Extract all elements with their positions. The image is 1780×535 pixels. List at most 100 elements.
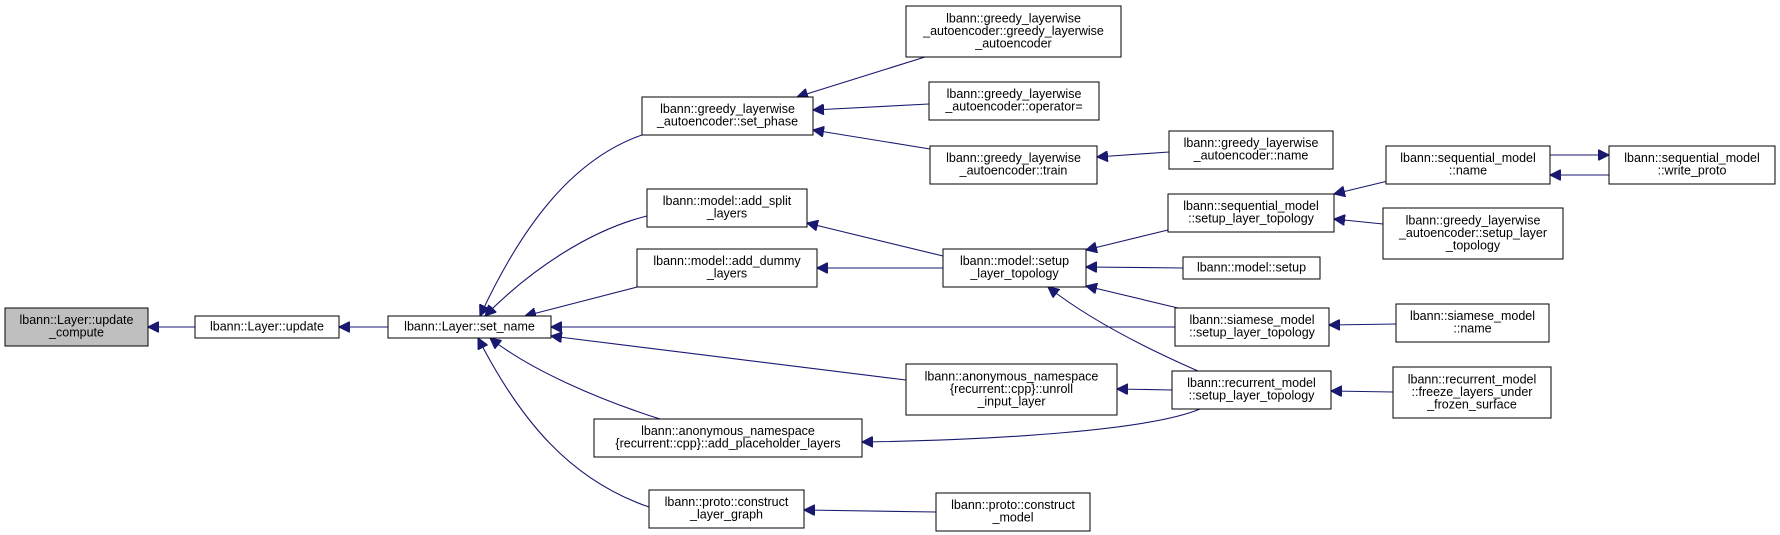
call-edge-line xyxy=(1331,391,1394,392)
graph-node-model-setup[interactable]: lbann::model::setup xyxy=(1182,256,1321,280)
node-label-line: lbann::greedy_layerwise xyxy=(946,151,1081,165)
node-label-line: lbann::model::add_dummy xyxy=(653,254,801,268)
node-label-line: lbann::Layer::set_name xyxy=(404,319,535,333)
node-box[interactable] xyxy=(1382,207,1564,260)
node-label-line: _input_layer xyxy=(976,394,1045,408)
graph-node-add-dummy[interactable]: lbann::model::add_dummy_layers xyxy=(636,248,818,288)
graph-node-gla-name[interactable]: lbann::greedy_layerwise_autoencoder::nam… xyxy=(1168,130,1334,170)
node-label-line: _layers xyxy=(706,207,747,221)
node-box[interactable] xyxy=(641,96,814,136)
node-label-line: lbann::Layer::update xyxy=(20,313,134,327)
node-label-line: lbann::greedy_layerwise xyxy=(660,102,795,116)
graph-node-gla-set-phase[interactable]: lbann::greedy_layerwise_autoencoder::set… xyxy=(641,96,814,136)
node-box[interactable] xyxy=(905,5,1122,58)
node-label-line: lbann::siamese_model xyxy=(1410,309,1535,323)
node-box[interactable] xyxy=(593,418,863,458)
node-box[interactable] xyxy=(387,315,552,339)
graph-node-siamese-setup-topo[interactable]: lbann::siamese_model::setup_layer_topolo… xyxy=(1174,307,1330,347)
node-label-line: _autoencoder::train xyxy=(959,164,1068,178)
node-label-line: {recurrent::cpp}::unroll xyxy=(950,382,1073,396)
node-label-line: ::name xyxy=(1453,322,1491,336)
call-edge-add_split-to-set_name xyxy=(485,215,648,316)
graph-node-proto-construct-graph[interactable]: lbann::proto::construct_layer_graph xyxy=(648,489,805,529)
graph-node-update[interactable]: lbann::Layer::update xyxy=(194,315,340,339)
node-label-line: ::setup_layer_topology xyxy=(1189,389,1316,403)
graph-node-gla-train[interactable]: lbann::greedy_layerwise_autoencoder::tra… xyxy=(929,145,1098,185)
node-label-line: lbann::proto::construct xyxy=(665,495,789,509)
node-box[interactable] xyxy=(942,248,1087,288)
node-label-line: lbann::Layer::update xyxy=(210,319,324,333)
node-box[interactable] xyxy=(1392,366,1552,419)
graph-node-anon-add-placeholder[interactable]: lbann::anonymous_namespace{recurrent::cp… xyxy=(593,418,863,458)
graph-node-gla-operator[interactable]: lbann::greedy_layerwise_autoencoder::ope… xyxy=(928,81,1100,121)
graph-node-anon-unroll[interactable]: lbann::anonymous_namespace{recurrent::cp… xyxy=(905,363,1118,416)
call-edge-line xyxy=(485,215,648,316)
call-edge-line xyxy=(525,286,638,316)
node-label-line: _autoencoder xyxy=(974,36,1051,50)
node-box[interactable] xyxy=(646,188,808,228)
node-label-line: ::setup_layer_topology xyxy=(1189,326,1316,340)
graph-node-seq-write-proto[interactable]: lbann::sequential_model::write_proto xyxy=(1608,145,1776,185)
graph-node-rec-setup-topo[interactable]: lbann::recurrent_model::setup_layer_topo… xyxy=(1171,370,1332,410)
node-box[interactable] xyxy=(928,81,1100,121)
call-edge-proto_construct_model-to-proto_construct_graph xyxy=(804,510,937,512)
graph-node-seq-setup-topo[interactable]: lbann::sequential_model::setup_layer_top… xyxy=(1167,193,1335,233)
node-label-line: lbann::anonymous_namespace xyxy=(641,424,815,438)
node-label-line: lbann::model::setup xyxy=(1197,260,1306,274)
node-label-line: _autoencoder::greedy_layerwise xyxy=(922,24,1104,38)
call-edge-line xyxy=(862,408,1201,442)
node-label-line: lbann::proto::construct xyxy=(951,498,1075,512)
call-edge-line xyxy=(813,103,930,110)
call-edge-line xyxy=(1086,267,1184,268)
call-edge-line xyxy=(1048,287,1199,372)
node-box[interactable] xyxy=(194,315,340,339)
call-edge-line xyxy=(1334,219,1384,224)
call-edge-line xyxy=(1086,286,1179,309)
graph-node-siamese-name[interactable]: lbann::siamese_model::name xyxy=(1395,303,1550,343)
node-label-line: lbann::anonymous_namespace xyxy=(925,369,1099,383)
graph-node-update-compute[interactable]: lbann::Layer::update_compute xyxy=(4,307,149,347)
node-box[interactable] xyxy=(1385,145,1551,185)
node-box[interactable] xyxy=(929,145,1098,185)
node-box[interactable] xyxy=(4,307,149,347)
graph-node-set-name[interactable]: lbann::Layer::set_name xyxy=(387,315,552,339)
node-label-line: ::setup_layer_topology xyxy=(1188,212,1315,226)
node-box[interactable] xyxy=(648,489,805,529)
graph-node-seq-name[interactable]: lbann::sequential_model::name xyxy=(1385,145,1551,185)
graph-node-model-setup-topo[interactable]: lbann::model::setup_layer_topology xyxy=(942,248,1087,288)
node-box[interactable] xyxy=(1182,256,1321,280)
call-edge-gla_setup_topo-to-seq_setup_topo xyxy=(1334,219,1384,224)
call-edge-line xyxy=(490,338,661,420)
call-edge-gla_set_phase-to-set_name xyxy=(480,134,643,316)
node-label-line: _topology xyxy=(1445,238,1501,252)
node-label-line: ::freeze_layers_under xyxy=(1412,385,1533,399)
node-label-line: lbann::sequential_model xyxy=(1624,151,1760,165)
node-label-line: lbann::model::setup xyxy=(960,254,1069,268)
node-box[interactable] xyxy=(1168,130,1334,170)
node-box[interactable] xyxy=(905,363,1118,416)
graph-node-gla-ctor[interactable]: lbann::greedy_layerwise_autoencoder::gre… xyxy=(905,5,1122,58)
node-label-line: lbann::recurrent_model xyxy=(1408,372,1537,386)
call-edge-line xyxy=(1117,389,1173,390)
node-label-line: ::write_proto xyxy=(1658,164,1727,178)
node-box[interactable] xyxy=(636,248,818,288)
graph-node-add-split[interactable]: lbann::model::add_split_layers xyxy=(646,188,808,228)
call-edge-line xyxy=(797,56,926,97)
graph-node-gla-setup-topo[interactable]: lbann::greedy_layerwise_autoencoder::set… xyxy=(1382,207,1564,260)
node-box[interactable] xyxy=(1174,307,1330,347)
graph-node-rec-freeze[interactable]: lbann::recurrent_model::freeze_layers_un… xyxy=(1392,366,1552,419)
node-box[interactable] xyxy=(1395,303,1550,343)
node-box[interactable] xyxy=(1167,193,1335,233)
call-edge-siamese_setup_topo-to-model_setup_topo xyxy=(1086,286,1179,309)
graph-node-proto-construct-model[interactable]: lbann::proto::construct_model xyxy=(935,492,1091,532)
call-edge-line xyxy=(480,134,643,316)
call-edge-line xyxy=(1086,229,1169,250)
node-box[interactable] xyxy=(935,492,1091,532)
call-edge-rec_freeze-to-rec_setup_topo xyxy=(1331,391,1394,392)
call-edge-seq_setup_topo-to-model_setup_topo xyxy=(1086,229,1169,250)
node-box[interactable] xyxy=(1608,145,1776,185)
node-label-line: {recurrent::cpp}::add_placeholder_layers xyxy=(615,437,840,451)
node-box[interactable] xyxy=(1171,370,1332,410)
node-label-line: lbann::recurrent_model xyxy=(1187,376,1316,390)
